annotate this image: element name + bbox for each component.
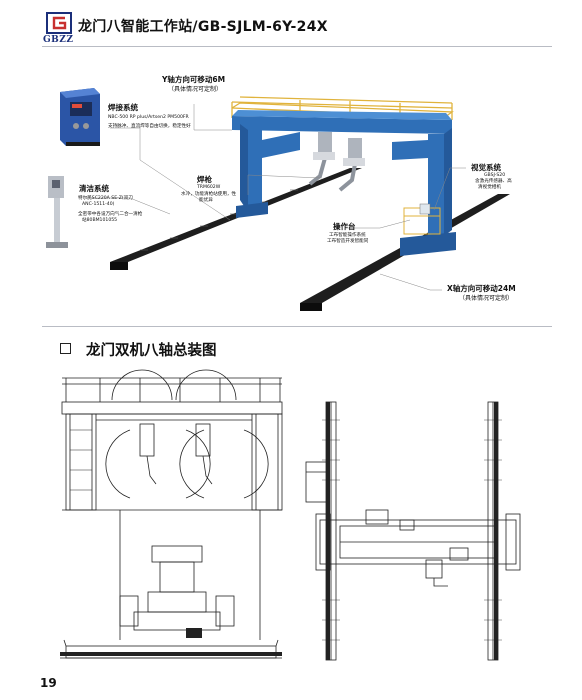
cleaning-system-label: 清洁系统 [79,184,109,193]
vision-system-sub-2: 含激光传感器、高 [475,179,512,184]
page-number: 19 [40,676,57,690]
section-divider [42,326,552,327]
y-axis-label: Y轴方向可移动6M [162,75,226,84]
vision-system-sub-3: 清视觉相机 [478,185,501,190]
welding-system-sub-1: NBC-500 RP plus/Artsen2 PM500FR [108,115,189,120]
y-axis-sub: （具体情况可定制） [168,86,223,93]
x-axis-label: X轴方向可移动24M [447,284,516,293]
console-sub-2: 工布智造开发智能同 [327,239,369,244]
section-checkbox-icon [60,343,71,354]
header-divider [42,46,552,47]
page-title: 龙门八智能工作站/GB-SJLM-6Y-24X [78,19,328,35]
section-title: 龙门双机八轴总装图 [86,343,217,359]
console-sub-1: 工布智能操作系统 [329,233,366,238]
cleaning-station-image [46,176,68,248]
cleaning-system-sub-2: ANC-1511-40) [82,202,115,207]
vision-system-sub-1: GBSJ-S20 [484,173,506,178]
welding-system-label: 焊接系统 [108,103,138,112]
torch-sub-3: 能优异 [199,198,213,203]
torch-sub-1: TRM602W [197,185,221,190]
console-label: 操作台 [333,222,356,231]
welding-machine-image [60,88,100,146]
cleaning-system-sub-3: 全密带中各设万向气二合一清枪 [78,212,143,217]
callout-leaders [85,104,466,291]
x-axis-sub: （具体情况可定制） [459,295,514,302]
welding-system-sub-2: 支持脉冲、直流焊等自由切换，稳定性好 [108,124,191,129]
cleaning-system-sub-4: 站80BM101055 [82,218,118,223]
vision-system-label: 视觉系统 [471,163,501,172]
torch-sub-2: 水冷，功能清枪站使用，性 [181,192,237,197]
torch-label: 焊枪 [197,175,212,184]
gantry-3d-illustration [110,96,510,311]
logo-text: GBZZ [43,35,74,45]
cleaning-system-sub-1: 特尔民SC220A SE-Z(双刀 [78,196,133,201]
company-logo-icon [46,12,72,34]
